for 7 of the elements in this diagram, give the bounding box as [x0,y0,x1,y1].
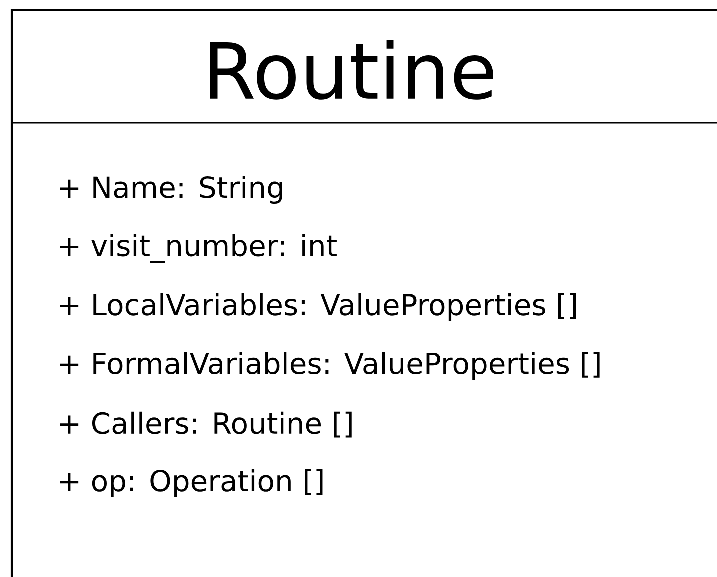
attribute: + visit_number: int [60,234,337,264]
attribute: + FormalVariables: ValueProperties [] [60,352,600,380]
attribute: + Name: String [60,176,282,204]
attribute: + Callers: Routine [] [60,412,352,438]
attribute: + LocalVariables: ValueProperties [] [60,293,576,322]
attribute: + op: Operation [] [60,469,323,498]
class-name: Routine [210,40,494,100]
